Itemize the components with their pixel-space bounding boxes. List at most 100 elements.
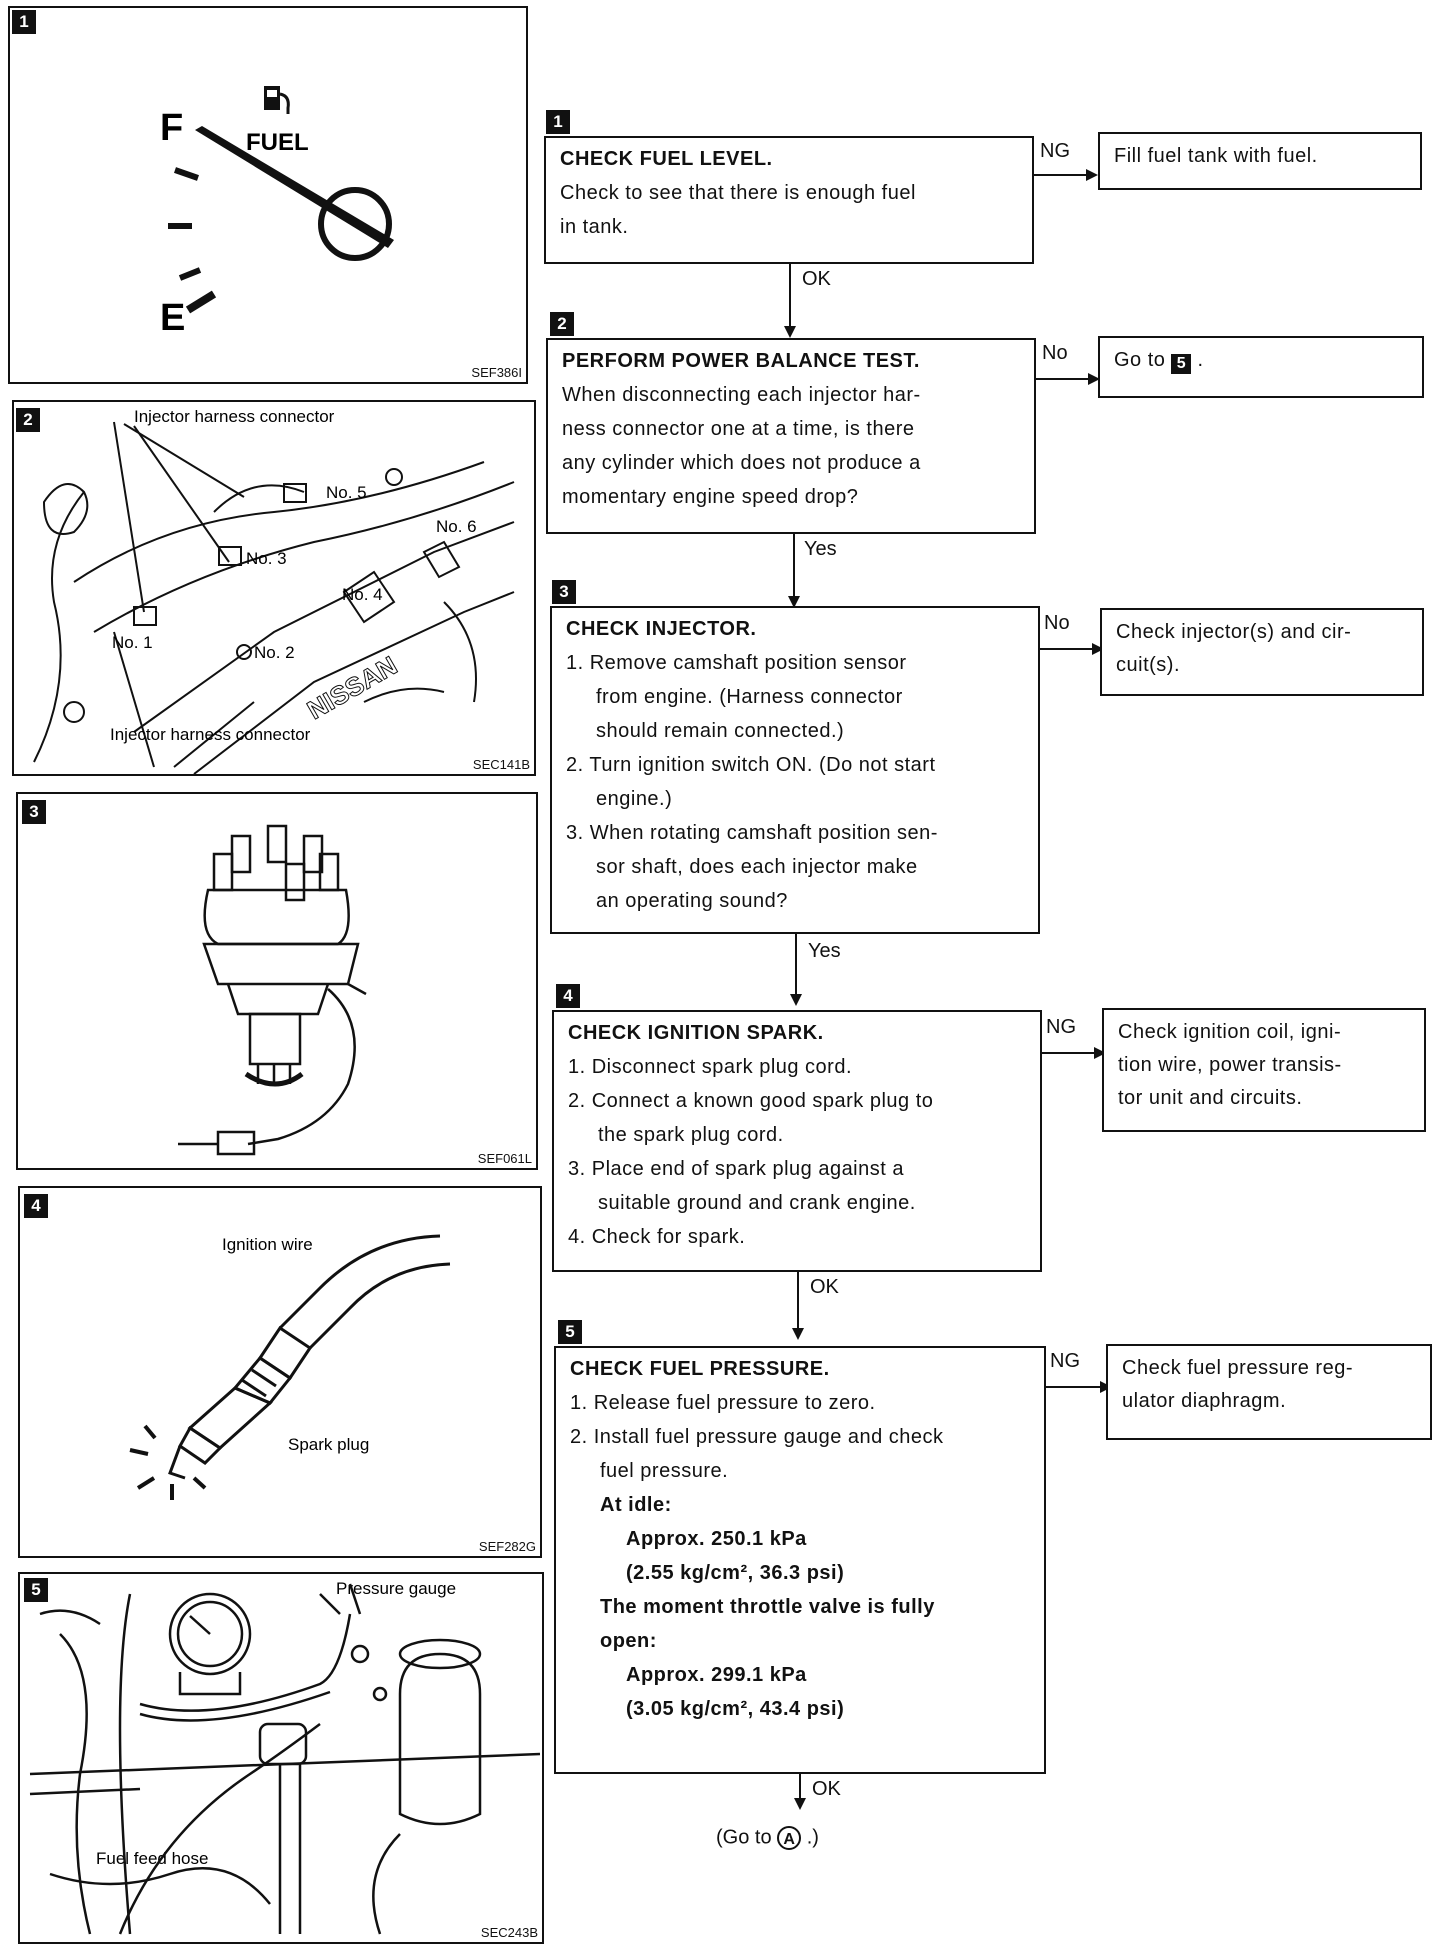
figure-code: SEF061L [477,1151,532,1166]
step-3-no-label: No [1044,612,1070,634]
step-1-ng-label: NG [1040,140,1070,162]
step-1-ng-text: Fill fuel tank with fuel. [1114,145,1318,167]
figure-4-spark-plug: 4 Ignition wire Spark plug SEF282G [18,1186,542,1558]
step-2-no-label: No [1042,342,1068,364]
step-1-box: CHECK FUEL LEVEL. Check to see that ther… [544,136,1034,264]
step-2-box: PERFORM POWER BALANCE TEST. When disconn… [546,338,1036,534]
step-3-item: 2. Turn ignition switch ON. (Do not star… [566,754,936,776]
step-1-line: in tank. [560,216,629,238]
gauge-e-label: E [160,297,185,339]
svg-text:NISSAN: NISSAN [302,650,402,725]
figure-2-injector-harness: 2 NISSAN Injector harness [12,400,536,776]
step-4-item-cont: suitable ground and crank engine. [598,1192,916,1214]
step-1-badge: 1 [546,110,570,134]
label-fuel-feed-hose: Fuel feed hose [96,1849,208,1868]
step-5-badge: 5 [558,1320,582,1344]
step-4-title: CHECK IGNITION SPARK. [568,1022,824,1044]
step-5-ng-result: Check fuel pressure reg- ulator diaphrag… [1106,1344,1432,1440]
step-4-item: 4. Check for spark. [568,1226,746,1248]
step-3-badge: 3 [552,580,576,604]
figure-number-badge: 5 [24,1578,48,1602]
circled-a-icon: A [777,1826,802,1850]
label-no3: No. 3 [246,549,287,568]
spec-idle-value: Approx. 250.1 kPa [626,1528,807,1550]
spec-wot-heading-cont: open: [600,1630,657,1652]
label-no1: No. 1 [112,633,153,652]
step-4-item: 2. Connect a known good spark plug to [568,1090,934,1112]
pressure-gauge-illustration: Pressure gauge Fuel feed hose [29,1579,541,1935]
label-no5: No. 5 [326,483,367,502]
fuel-pump-icon [264,86,290,114]
step-2-line: momentary engine speed drop? [562,486,859,508]
label-pressure-gauge: Pressure gauge [336,1579,456,1598]
label-no6: No. 6 [436,517,477,536]
step-3-item-cont: engine.) [596,788,673,810]
step-4-item: 3. Place end of spark plug against a [568,1158,904,1180]
figure-3-camshaft-sensor: 3 SEF061L [16,792,538,1170]
step-4-item-cont: the spark plug cord. [598,1124,784,1146]
step-1-ok-label: OK [802,268,831,290]
step-4-item: 1. Disconnect spark plug cord. [568,1056,853,1078]
step-3-item-cont: should remain connected.) [596,720,845,742]
step-3-no-result: Check injector(s) and cir- cuit(s). [1100,608,1424,696]
label-spark-plug: Spark plug [288,1435,369,1454]
step-2-yes-label: Yes [804,538,837,560]
step-2-no-result: Go to 5 . [1098,336,1424,398]
step-5-item-cont: fuel pressure. [600,1460,729,1482]
step-3-title: CHECK INJECTOR. [566,618,757,640]
figure-code: SEC243B [480,1925,538,1940]
step-2-line: When disconnecting each injector har- [562,384,921,406]
figure-code: SEF282G [478,1539,536,1554]
goto-step-badge: 5 [1171,354,1192,374]
step-5-box: CHECK FUEL PRESSURE. 1. Release fuel pre… [554,1346,1046,1774]
figure-5-pressure-gauge: 5 Pressure gauge Fuel feed hose [18,1572,544,1944]
step-3-item-cont: an operating sound? [596,890,788,912]
engine-injector-illustration: NISSAN Injector harness connector No. 5 … [33,407,515,774]
step-4-box: CHECK IGNITION SPARK. 1. Disconnect spar… [552,1010,1042,1272]
step-2-title: PERFORM POWER BALANCE TEST. [562,350,920,372]
label-injector-connector-bottom: Injector harness connector [110,725,311,744]
step-1-ng-result: Fill fuel tank with fuel. [1098,132,1422,190]
step-3-item: 3. When rotating camshaft position sen- [566,822,938,844]
label-ignition-wire: Ignition wire [222,1235,313,1254]
step-3-yes-label: Yes [808,940,841,962]
final-goto: (Go to A .) [716,1826,819,1850]
step-5-item: 1. Release fuel pressure to zero. [570,1392,876,1414]
label-no4: No. 4 [342,585,383,604]
step-4-badge: 4 [556,984,580,1008]
step-2-badge: 2 [550,312,574,336]
spec-wot-heading: The moment throttle valve is fully [600,1596,935,1618]
step-3-item: 1. Remove camshaft position sensor [566,652,907,674]
gauge-f-label: F [160,107,183,149]
step-4-ok-label: OK [810,1276,839,1298]
step-5-ng-label: NG [1050,1350,1080,1372]
step-1-title: CHECK FUEL LEVEL. [560,148,773,170]
spec-idle-heading: At idle: [600,1494,672,1516]
fuel-gauge-illustration: F E FUEL [160,86,394,339]
camshaft-sensor-illustration [178,824,367,1156]
figure-number-badge: 4 [24,1194,48,1218]
step-3-item-cont: sor shaft, does each injector make [596,856,918,878]
step-3-item-cont: from engine. (Harness connector [596,686,903,708]
figure-1-fuel-gauge: 1 F E FUEL SEF386I [8,6,528,384]
step-2-line: any cylinder which does not produce a [562,452,921,474]
step-1-line: Check to see that there is enough fuel [560,182,916,204]
step-4-ng-result: Check ignition coil, igni- tion wire, po… [1102,1008,1426,1132]
step-4-ng-label: NG [1046,1016,1076,1038]
step-2-line: ness connector one at a time, is there [562,418,915,440]
figure-number-badge: 3 [22,800,46,824]
label-no2: No. 2 [254,643,295,662]
step-3-box: CHECK INJECTOR. 1. Remove camshaft posit… [550,606,1040,934]
gauge-hub [318,187,392,261]
figure-number-badge: 1 [12,10,36,34]
step-5-ok-label: OK [812,1778,841,1800]
spark-plug-illustration: Ignition wire Spark plug [129,1234,451,1500]
gauge-fuel-label: FUEL [246,129,309,156]
spec-idle-value-alt: (2.55 kg/cm², 36.3 psi) [626,1562,845,1584]
figure-code: SEC141B [472,757,530,772]
spec-wot-value: Approx. 299.1 kPa [626,1664,807,1686]
spec-wot-value-alt: (3.05 kg/cm², 43.4 psi) [626,1698,845,1720]
label-injector-connector-top: Injector harness connector [134,407,335,426]
step-5-item: 2. Install fuel pressure gauge and check [570,1426,944,1448]
figure-code: SEF386I [471,365,522,380]
